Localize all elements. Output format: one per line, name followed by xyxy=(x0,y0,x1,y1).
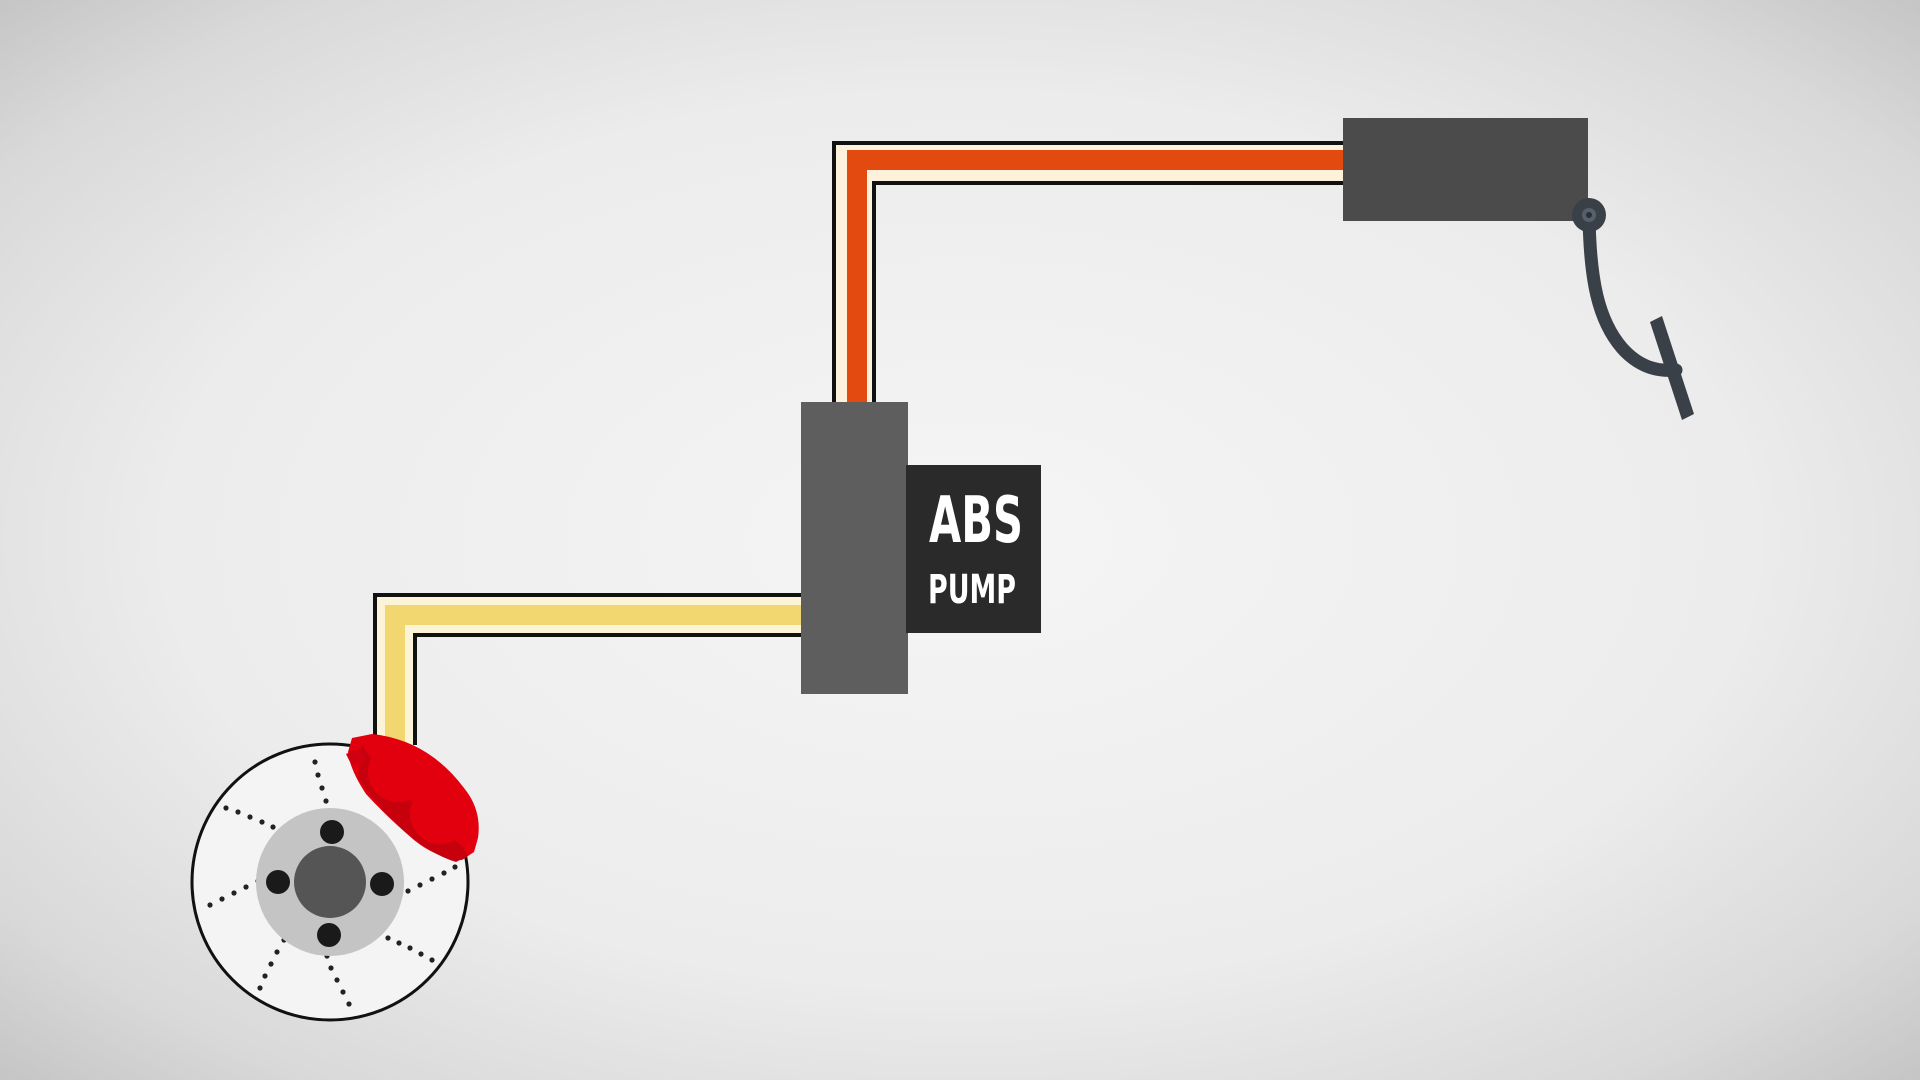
lug-nuts xyxy=(266,820,394,947)
abs-pump-body xyxy=(801,402,908,694)
wheel-brake-line xyxy=(373,593,803,745)
rotor-center xyxy=(294,846,366,918)
abs-pump: ABS PUMP xyxy=(801,402,1041,694)
master-cylinder xyxy=(1343,118,1588,221)
abs-label-subtitle: PUMP xyxy=(928,567,1016,613)
abs-label-title: ABS xyxy=(929,484,1023,558)
brake-pedal-icon xyxy=(1572,198,1694,420)
brake-caliper-icon xyxy=(346,734,479,862)
rotor-vent-holes xyxy=(207,759,458,1007)
abs-label-box xyxy=(906,465,1041,633)
master-brake-line xyxy=(832,141,1345,402)
